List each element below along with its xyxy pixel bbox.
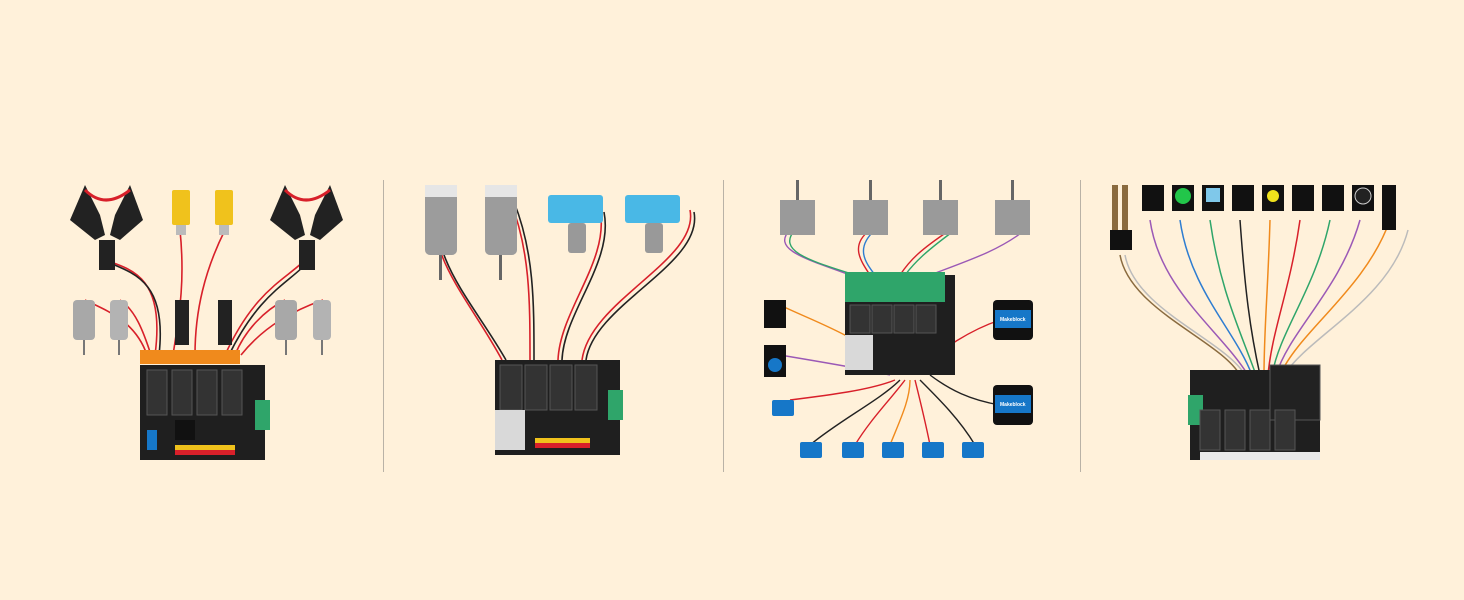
scene-encoder-gear-motors bbox=[410, 160, 710, 480]
gripper-right bbox=[270, 185, 343, 270]
scene-dc-motors-grippers bbox=[55, 160, 355, 480]
scene-steppers-servos-sensors: Makeblock Makeblock bbox=[750, 160, 1050, 480]
encoder-motor-1 bbox=[425, 185, 457, 280]
encoder-motor-2 bbox=[485, 185, 517, 280]
blue-gearbox-1 bbox=[548, 195, 603, 253]
blue-module-label: Makeblock bbox=[1000, 317, 1026, 323]
gripper-left bbox=[70, 185, 143, 270]
blue-module-1: Makeblock bbox=[993, 300, 1033, 340]
sensor-row bbox=[1110, 185, 1396, 250]
servo-row bbox=[772, 400, 984, 458]
blue-module-2: Makeblock bbox=[993, 385, 1033, 425]
divider-1 bbox=[383, 180, 384, 472]
driver-board bbox=[140, 350, 270, 460]
silver-motor-row bbox=[73, 300, 331, 355]
yellow-motor-1 bbox=[172, 190, 190, 235]
sensor-modules bbox=[764, 300, 786, 377]
blue-gearbox-2 bbox=[625, 195, 680, 253]
stepper-motor-row bbox=[780, 200, 1030, 235]
divider-3 bbox=[1080, 180, 1081, 472]
wire-bundle bbox=[1119, 219, 1409, 376]
sensor-hub-board bbox=[1188, 364, 1321, 460]
blue-module-label-2: Makeblock bbox=[1000, 402, 1026, 408]
divider-2 bbox=[723, 180, 724, 472]
yellow-motor-2 bbox=[215, 190, 233, 235]
scene-sensor-array bbox=[1100, 160, 1420, 480]
driver-board bbox=[495, 360, 623, 455]
stepper-driver-board bbox=[845, 272, 955, 375]
